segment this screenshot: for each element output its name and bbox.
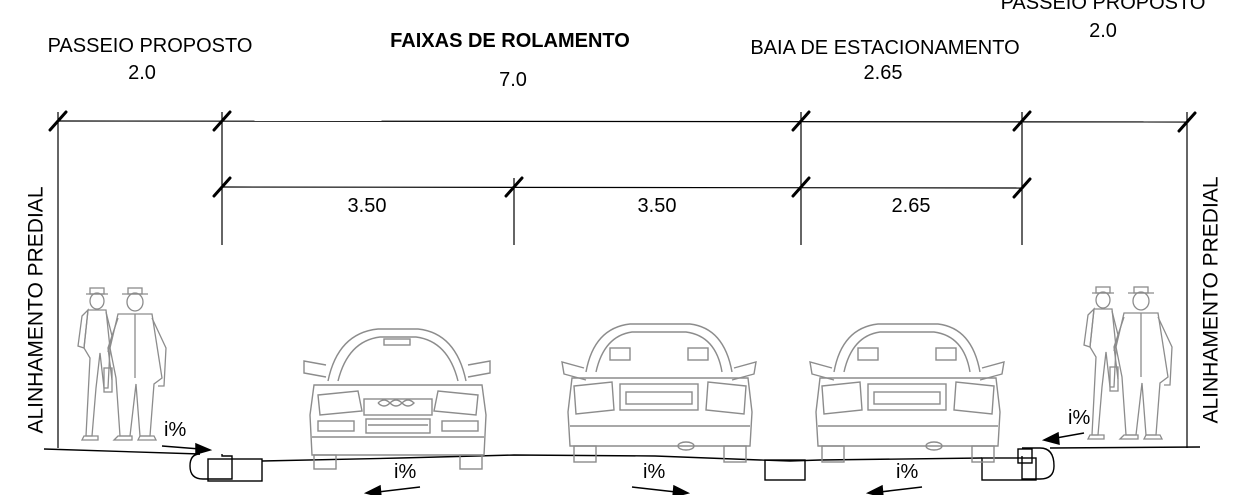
lanes-width: 7.0 — [499, 69, 527, 91]
parking-bay-title: BAIA DE ESTACIONAMENTO — [750, 37, 1020, 59]
lane-2-width: 3.50 — [637, 195, 677, 217]
left-curb — [189, 453, 233, 480]
slope-arrows — [161, 431, 1085, 495]
dimension-lines — [57, 112, 1188, 448]
left-sidewalk-width: 2.0 — [128, 62, 156, 84]
sub-dimension-line — [221, 186, 1023, 189]
tick-mark — [791, 176, 811, 198]
tick-mark — [1012, 110, 1032, 132]
right-sidewalk-surface — [1049, 446, 1201, 449]
center-drain — [764, 459, 806, 481]
slope-arrow-left — [161, 445, 201, 450]
lane-1-width: 3.50 — [347, 195, 387, 217]
tick-mark — [48, 110, 68, 132]
lanes-title: FAIXAS DE ROLAMENTO — [390, 30, 630, 52]
tick-mark — [791, 110, 811, 132]
tick-mark — [212, 176, 232, 198]
right-sidewalk-width: 2.0 — [1089, 20, 1117, 42]
arrowhead — [1041, 431, 1060, 446]
car-rear-icon — [561, 323, 757, 463]
slope-label-lane-1: i% — [394, 461, 417, 483]
road-profile — [43, 446, 1201, 482]
slope-label-right-sidewalk: i% — [1068, 407, 1091, 429]
right-gutter-box — [981, 457, 1037, 481]
slope-arrow-right — [1055, 432, 1085, 439]
left-sidewalk-title: PASSEIO PROPOSTO — [47, 35, 253, 57]
arrowhead — [865, 484, 884, 495]
car-rear-icon — [809, 323, 1005, 463]
right-curb — [1021, 447, 1055, 480]
overall-dimension-line — [57, 120, 1188, 123]
property-line-label-left: ALINHAMENTO PREDIAL — [24, 186, 48, 434]
slope-label-lane-2: i% — [643, 461, 666, 483]
car-front-icon — [303, 328, 491, 470]
tick-mark — [1012, 177, 1032, 199]
parking-bay-width: 2.65 — [863, 62, 903, 84]
tick-mark — [1177, 111, 1197, 133]
pedestrian-pair-icon — [77, 287, 167, 441]
arrowhead — [363, 484, 382, 495]
arrowhead — [195, 442, 213, 455]
tick-mark — [212, 110, 232, 132]
road-surface — [261, 454, 983, 462]
right-curb-block — [1017, 448, 1033, 464]
slope-arrow-road-1 — [377, 486, 421, 493]
property-line-label-right: ALINHAMENTO PREDIAL — [1199, 176, 1223, 424]
slope-label-left-sidewalk: i% — [164, 419, 187, 441]
right-sidewalk-title: PASSEIO PROPOSTO — [1000, 0, 1206, 14]
tick-mark — [504, 176, 524, 198]
slope-arrow-road-3 — [879, 486, 923, 493]
pedestrian-pair-icon — [1083, 286, 1173, 440]
slope-arrow-road-2 — [631, 486, 677, 493]
slope-label-parking: i% — [896, 461, 919, 483]
dimension-ticks — [48, 110, 1197, 199]
arrowhead — [672, 484, 691, 495]
left-sidewalk-surface — [43, 448, 201, 455]
parking-width: 2.65 — [891, 195, 931, 217]
left-gutter-box — [207, 458, 263, 482]
